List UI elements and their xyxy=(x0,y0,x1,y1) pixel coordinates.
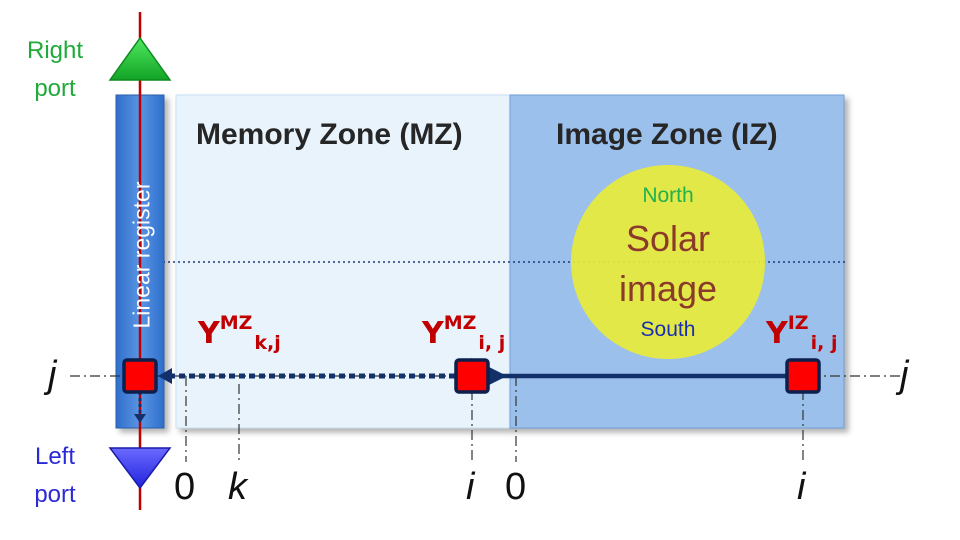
gamma-iz-ij-sup: IZ xyxy=(787,312,809,334)
sun-solar-label: Solar xyxy=(625,218,711,259)
linear-register-label: Linear register xyxy=(128,181,155,329)
left-port-line1: Left xyxy=(34,443,76,470)
right-port-triangle xyxy=(108,36,172,81)
sun-image-label: image xyxy=(618,268,718,309)
gamma-mz-kj-sup: MZ xyxy=(219,312,253,334)
gamma-mz-ij-symbol: Υ xyxy=(422,316,444,351)
left-port-triangle xyxy=(108,447,172,490)
gamma-mz-ij-sup: MZ xyxy=(443,312,477,334)
col-zero-iz-label: 0 xyxy=(505,466,527,508)
col-i-mz-label: i xyxy=(466,466,475,508)
pixel-image-zone xyxy=(785,358,821,394)
col-zero-mz-label: 0 xyxy=(174,466,196,508)
left-port-line2: port xyxy=(34,481,76,508)
gamma-iz-ij-symbol: Υ xyxy=(766,316,788,351)
col-i-iz-label: i xyxy=(797,466,806,508)
gamma-mz-ij: ΥMZi, j xyxy=(422,312,506,354)
gamma-iz-ij-sub: i, j xyxy=(810,332,838,354)
gamma-mz-kj-sub: k,j xyxy=(254,332,281,354)
row-j-right-label: j xyxy=(900,354,909,396)
gamma-mz-kj: ΥMZk,j xyxy=(198,312,281,354)
solar-disk xyxy=(571,165,765,359)
image-zone-title: Image Zone (IZ) xyxy=(556,118,778,151)
transfer-arrow-head-register xyxy=(158,368,172,384)
right-port-label: Right port xyxy=(14,32,96,108)
row-j-left-label: j xyxy=(48,354,57,396)
gamma-mz-kj-symbol: Υ xyxy=(198,316,220,351)
memory-zone-title: Memory Zone (MZ) xyxy=(196,118,463,151)
right-port-line1: Right xyxy=(26,37,84,64)
pixel-memory-zone xyxy=(454,358,490,394)
sun-south-label: South xyxy=(640,318,696,341)
left-port-label: Left port xyxy=(14,438,96,514)
register-readout-arrow-head xyxy=(134,414,146,423)
gamma-mz-ij-sub: i, j xyxy=(478,332,506,354)
pixel-register xyxy=(122,358,158,394)
sun-north-label: North xyxy=(642,184,694,207)
col-k-label: k xyxy=(228,466,247,508)
gamma-iz-ij: ΥIZi, j xyxy=(766,312,838,354)
right-port-line2: port xyxy=(34,75,76,102)
